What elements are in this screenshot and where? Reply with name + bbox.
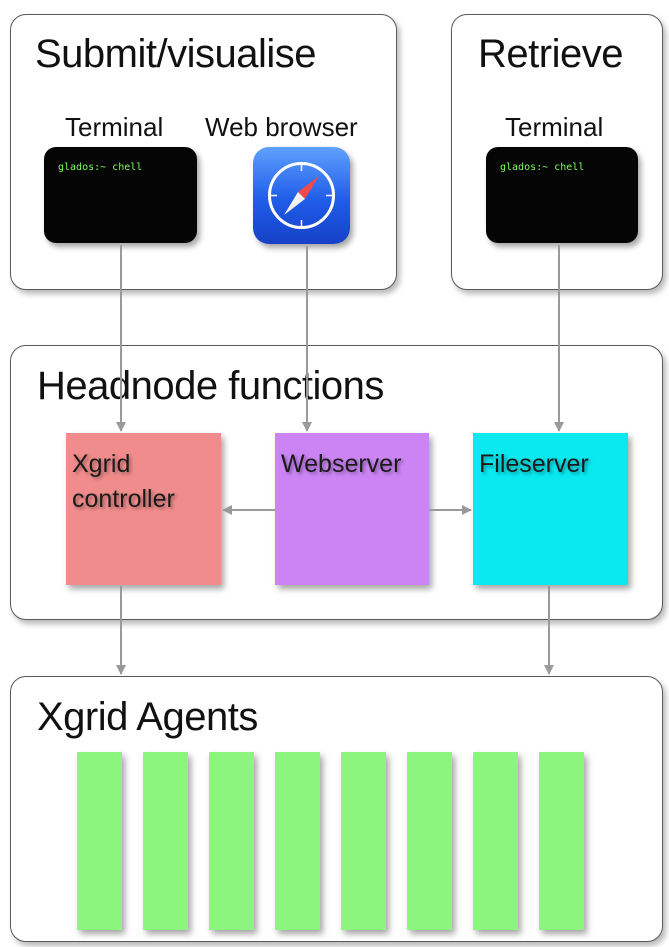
retrieve-terminal-window[interactable]: glados:~ chell [486, 147, 638, 243]
agent-node-5 [341, 752, 386, 930]
retrieve-title: Retrieve [478, 32, 623, 76]
submit-terminal-label: Terminal [65, 112, 164, 142]
webserver-box: Webserver [275, 433, 429, 585]
headnode-functions-title: Headnode functions [37, 364, 384, 408]
fileserver-label: Fileserver [479, 450, 589, 478]
xgrid-controller-label-line2: controller [72, 485, 175, 513]
retrieve-terminal-label: Terminal [505, 112, 604, 142]
submit-visualise-title: Submit/visualise [35, 32, 317, 76]
agent-node-7 [473, 752, 518, 930]
agent-node-2 [143, 752, 188, 930]
xgrid-agents-title: Xgrid Agents [37, 695, 258, 739]
submit-terminal-window[interactable]: glados:~ chell [44, 147, 197, 243]
agent-node-1 [77, 752, 122, 930]
xgrid-controller-label-line1: Xgrid [72, 450, 131, 478]
web-browser-app[interactable] [253, 147, 350, 244]
agent-node-4 [275, 752, 320, 930]
agent-node-8 [539, 752, 584, 930]
safari-compass-icon [268, 162, 335, 229]
xgrid-controller-box: Xgrid controller [66, 433, 221, 585]
webserver-label: Webserver [281, 450, 402, 478]
agent-node-6 [407, 752, 452, 930]
terminal-prompt: glados:~ chell [500, 162, 585, 173]
terminal-prompt: glados:~ chell [58, 162, 143, 173]
web-browser-label: Web browser [205, 112, 358, 142]
fileserver-box: Fileserver [473, 433, 628, 585]
agent-node-3 [209, 752, 254, 930]
